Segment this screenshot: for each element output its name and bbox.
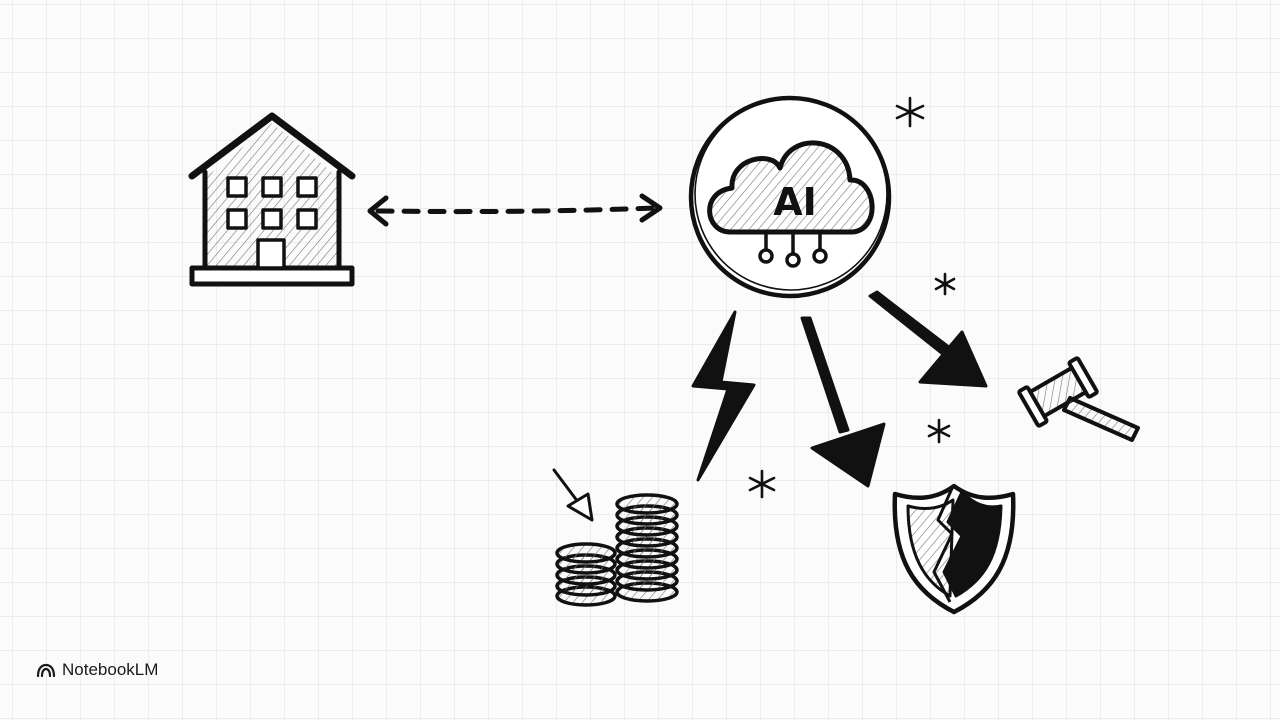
bidirectional-dashed-arrow [367,193,663,227]
arrow-to-gavel [868,290,988,388]
arrow-to-coins [552,468,594,522]
ai-cloud-icon: AI [688,95,892,299]
arrow-to-shield [800,316,886,488]
coins-stack-icon [555,493,679,607]
ai-label: AI [773,180,817,224]
notebooklm-logo-icon [36,663,56,677]
notebooklm-watermark: NotebookLM [36,660,158,680]
gavel-icon [1017,356,1140,442]
sparkle-icon [748,96,956,499]
brand-name: NotebookLM [62,660,159,679]
broken-shield-icon [892,483,1016,615]
lightning-bolt-icon [691,310,756,482]
office-building-icon [188,112,356,287]
